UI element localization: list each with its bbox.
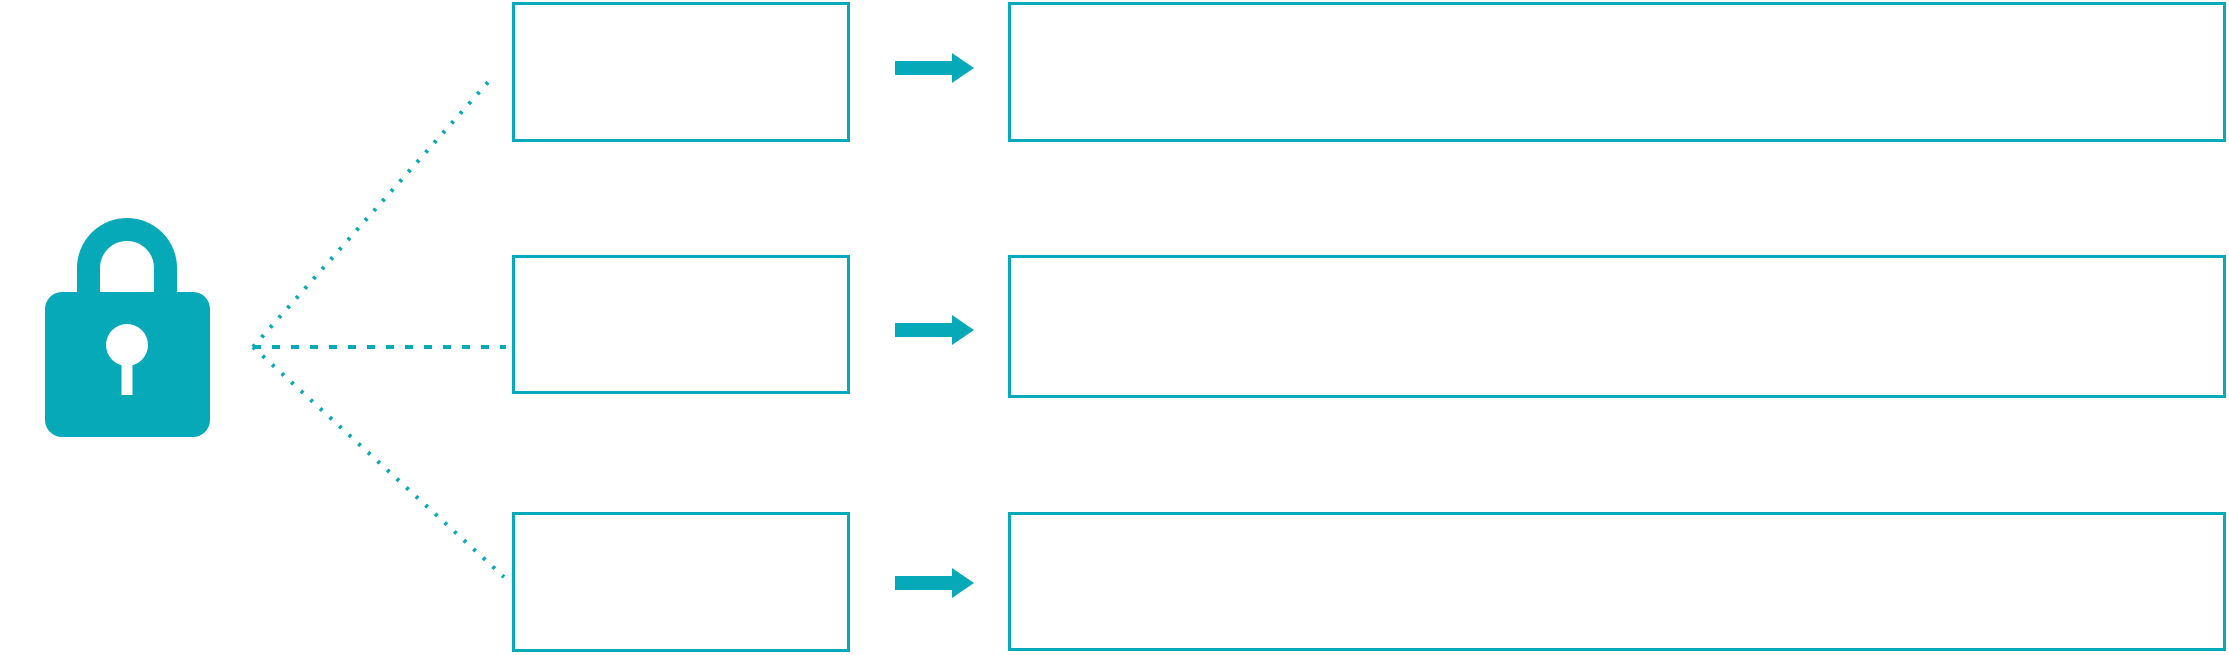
target-box-2 [1008,255,2226,398]
lock-icon [45,218,210,437]
dotted-connector-top-icon [251,78,492,349]
keyhole-stem [121,358,133,395]
arrow-right-icon [895,315,974,345]
source-box-1 [512,2,850,142]
lock-shackle [77,218,177,303]
arrow-right-icon [895,53,974,83]
source-box-3 [512,512,850,652]
keyhole-circle [106,324,148,366]
dotted-connector-bottom-icon [251,345,506,579]
target-box-1 [1008,2,2226,142]
arrow-right-icon [895,568,974,598]
source-box-2 [512,255,850,394]
target-box-3 [1008,512,2226,651]
